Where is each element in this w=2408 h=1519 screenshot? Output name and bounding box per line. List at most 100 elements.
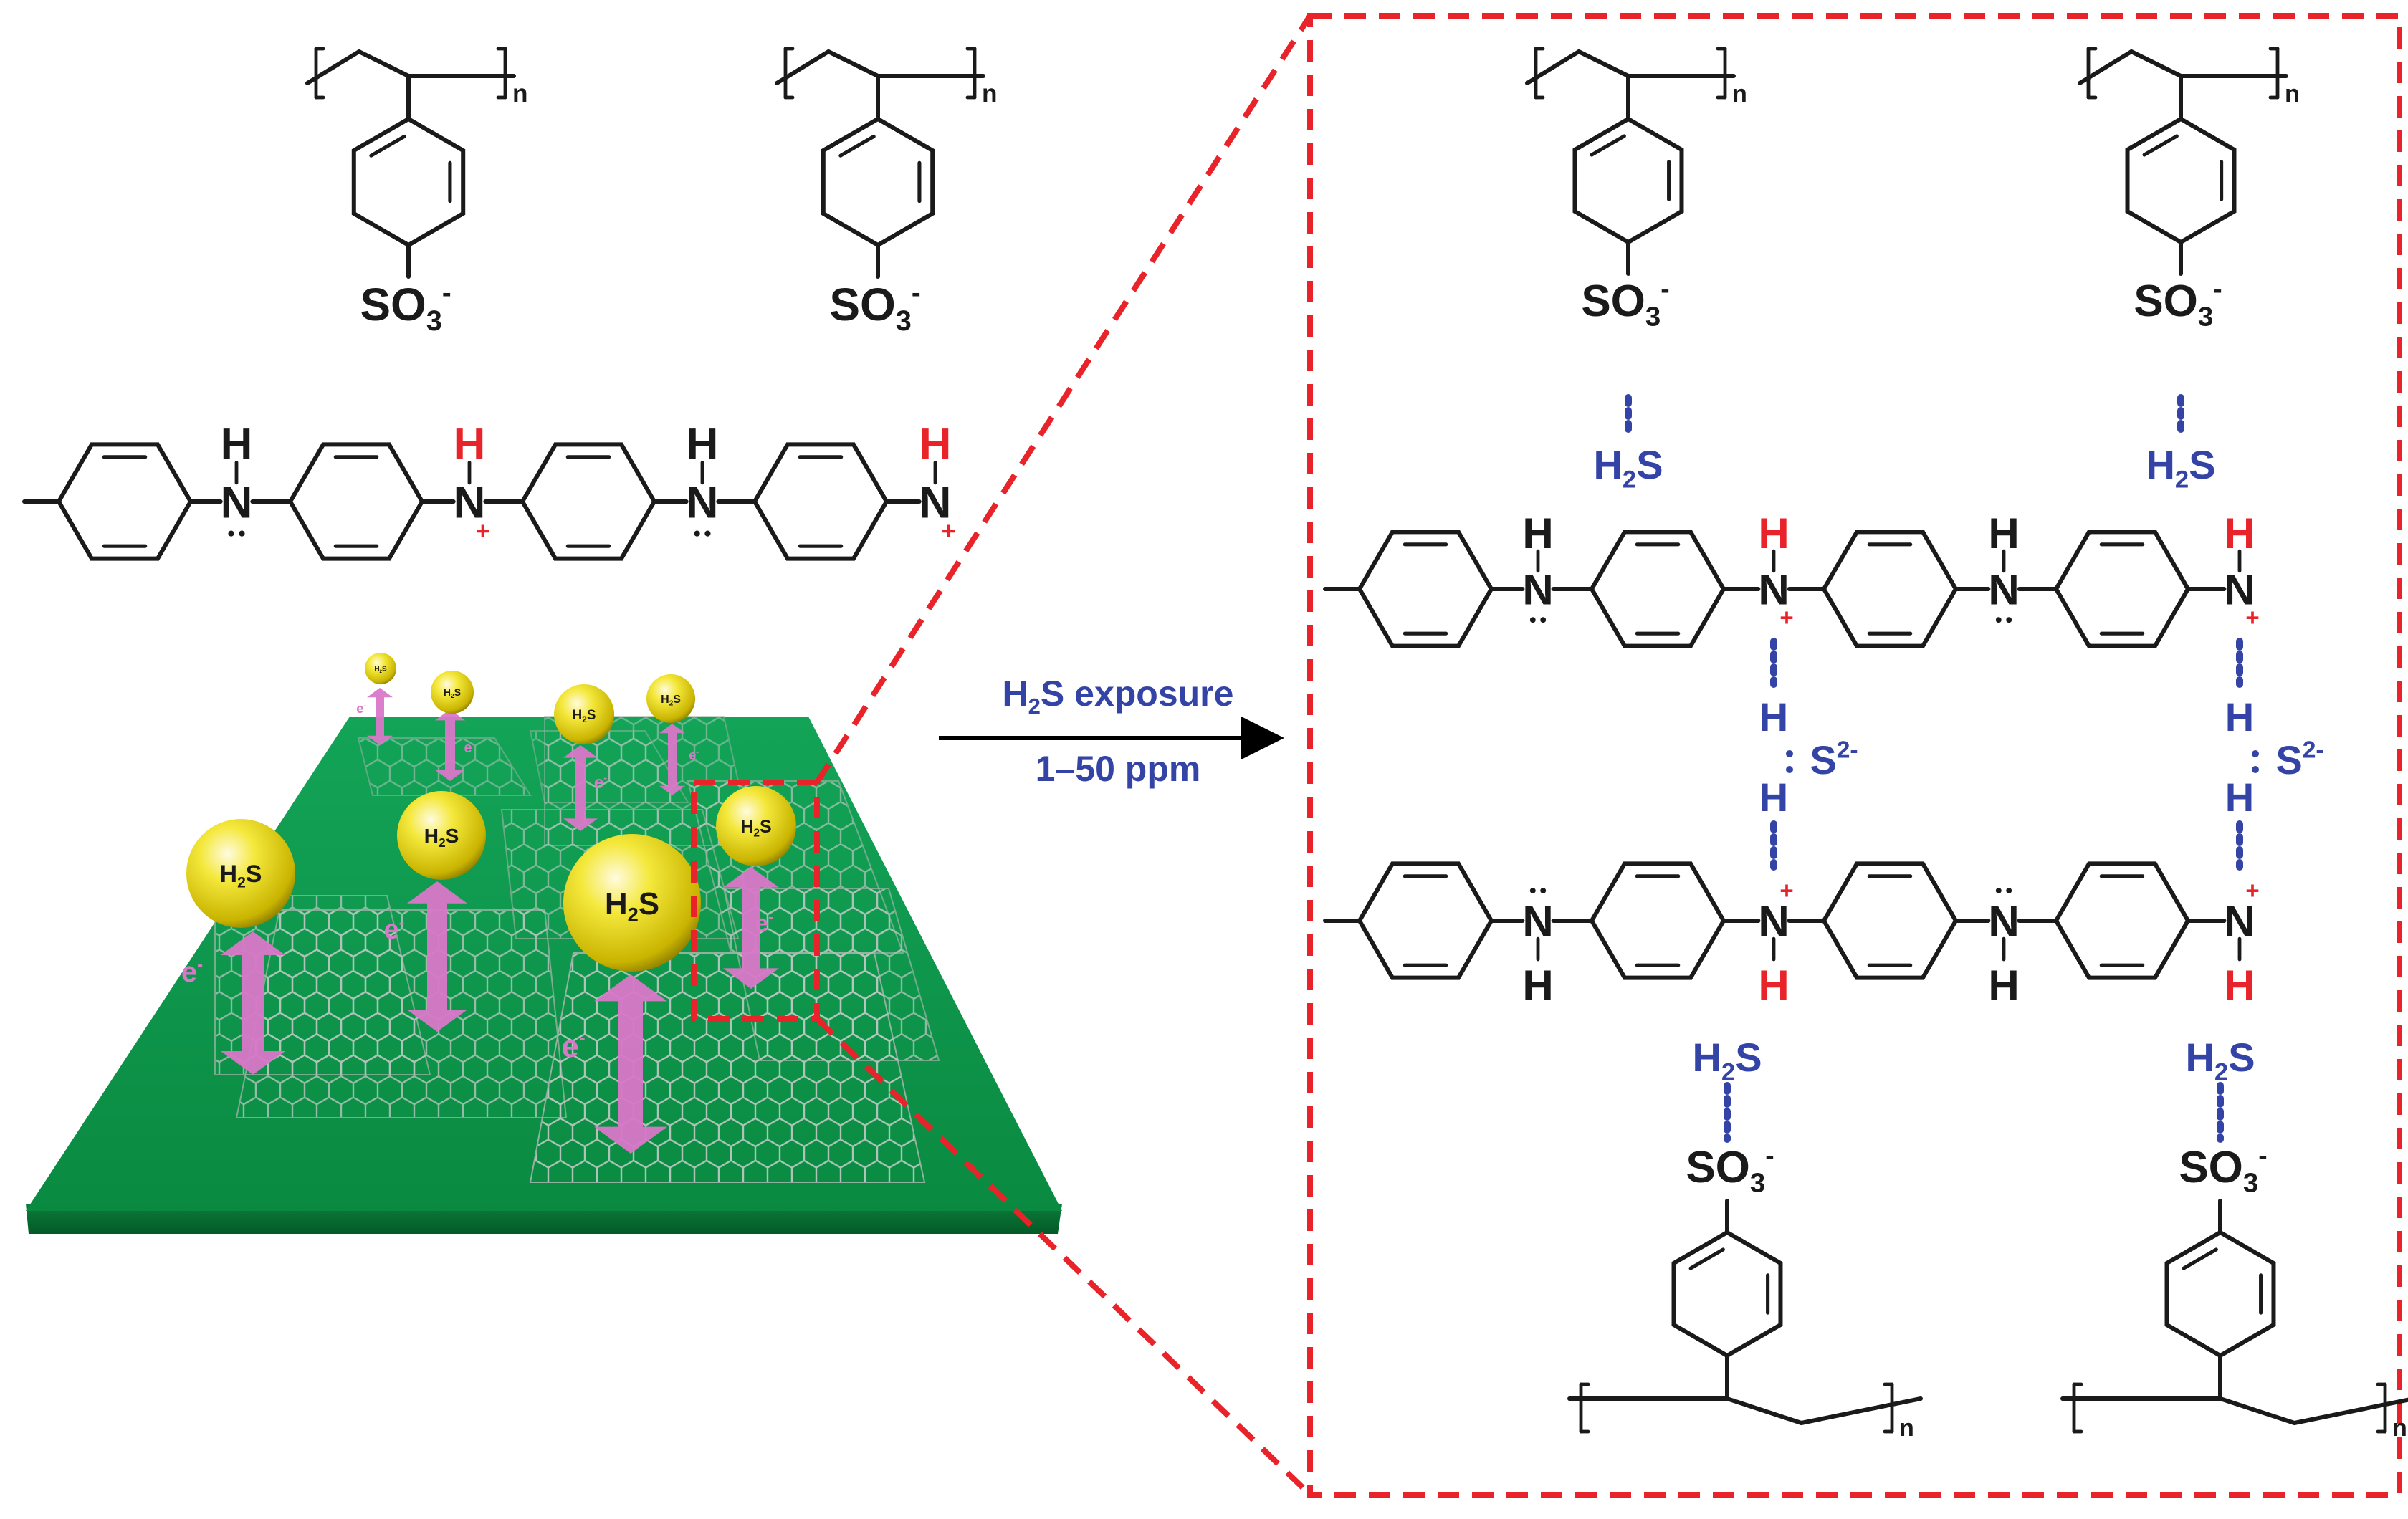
benzene-ring xyxy=(1572,116,1684,245)
h2s-label: H2S xyxy=(1692,1035,1762,1086)
dot xyxy=(2252,766,2259,773)
dot xyxy=(1786,750,1793,757)
double-bond xyxy=(2142,134,2179,157)
electron-label: e- xyxy=(384,913,405,945)
h2s-molecule-sphere: H2S xyxy=(554,684,614,744)
electron-label: e- xyxy=(689,748,699,762)
pss-unit: SO3-n xyxy=(1567,1140,1923,1442)
dot xyxy=(1995,617,2002,623)
positive-charge: + xyxy=(1779,604,1793,631)
electron-label: e- xyxy=(181,955,203,988)
benzene-ring xyxy=(287,442,425,561)
sphere xyxy=(563,834,701,972)
hydrogen-label: H xyxy=(1988,962,2019,1010)
backbone-bond xyxy=(2218,1396,2297,1425)
backbone-bond xyxy=(2292,1397,2408,1425)
nitrogen-label: N xyxy=(2224,566,2255,614)
ring-outline xyxy=(1572,116,1684,245)
electron-transfer-arrow xyxy=(659,724,685,795)
nitrogen-label: N xyxy=(221,478,253,527)
repeat-unit-n: n xyxy=(982,80,998,107)
h2s-molecule-sphere: H2S xyxy=(646,674,695,723)
ring-outline xyxy=(1821,861,1959,980)
ring-outline xyxy=(287,442,425,561)
benzene-ring xyxy=(1821,861,1959,980)
h2s-label: H2S xyxy=(2146,442,2215,493)
electron-label: e- xyxy=(755,909,773,937)
pss-unit: SO3-n xyxy=(2060,1140,2408,1442)
backbone-bond xyxy=(1577,49,1630,78)
electron-transfer-arrow xyxy=(407,881,467,1032)
arrow-shape xyxy=(563,745,598,831)
backbone-bond xyxy=(2129,49,2183,78)
double-bond xyxy=(1590,134,1626,157)
dot xyxy=(1540,888,1547,893)
h2s-molecule-sphere: H2S xyxy=(563,834,701,972)
electron-transfer-arrow xyxy=(723,867,779,989)
h2s-label: H2S xyxy=(605,886,659,926)
h2s-label: H2S xyxy=(220,861,262,891)
backbone-bond xyxy=(357,49,411,78)
repeat-unit-n: n xyxy=(1732,80,1747,107)
sulfide-label: S2- xyxy=(2275,737,2323,782)
dot xyxy=(1995,888,2002,893)
benzene-ring xyxy=(2053,530,2191,648)
ring-outline xyxy=(2164,1230,2276,1359)
h2s-molecule-sphere: H2S xyxy=(716,786,796,866)
positive-charge: + xyxy=(2245,877,2259,904)
benzene-ring xyxy=(520,442,657,561)
sulfonate-label: SO3- xyxy=(829,277,920,337)
ring-outline xyxy=(1589,861,1726,980)
benzene-ring xyxy=(752,442,889,561)
ring-outline xyxy=(2125,116,2237,245)
sphere xyxy=(646,674,695,723)
lone-pair xyxy=(694,530,711,537)
sphere xyxy=(431,671,474,714)
positive-charge: + xyxy=(2245,604,2259,631)
double-bond xyxy=(838,134,876,158)
hydrogen-label: H xyxy=(2224,962,2255,1010)
dot xyxy=(704,530,711,537)
hydrogen-label: H xyxy=(1522,962,1553,1010)
electron-label: e- xyxy=(464,739,474,756)
ring-outline xyxy=(56,442,194,561)
lone-pair xyxy=(228,530,245,537)
ring-outline xyxy=(2053,530,2191,648)
sphere xyxy=(554,684,614,744)
dot xyxy=(1529,888,1536,893)
plate-edge xyxy=(26,1204,1062,1234)
dot xyxy=(1529,617,1536,623)
nitrogen-label: N xyxy=(687,478,719,527)
benzene-ring xyxy=(1671,1230,1783,1359)
h2s-label: H2S xyxy=(2185,1035,2255,1086)
dot xyxy=(694,530,700,537)
electron-transfer-arrow xyxy=(594,974,667,1154)
sulfonate-label: SO3- xyxy=(1686,1140,1774,1198)
arrow-shape xyxy=(435,709,465,781)
h2s-molecule-sphere: H2S xyxy=(365,653,396,684)
lone-pair xyxy=(1529,888,1547,893)
sphere xyxy=(716,786,796,866)
benzene-ring xyxy=(351,116,466,248)
electron-transfer-arrow xyxy=(563,745,598,831)
ring-outline xyxy=(1357,861,1494,980)
hydrogen-label: H xyxy=(2225,694,2254,739)
exposure-label: H2S exposure xyxy=(1003,674,1234,719)
benzene-ring xyxy=(2125,116,2237,245)
sphere xyxy=(365,653,396,684)
sulfonate-label: SO3- xyxy=(2179,1140,2267,1198)
arrow-shape xyxy=(367,688,393,745)
benzene-ring xyxy=(1589,530,1726,648)
h2s-label: H2S xyxy=(661,694,681,708)
backbone-bond xyxy=(1799,1396,1923,1425)
electron-transfer-arrow xyxy=(367,688,393,745)
zoom-connector-top xyxy=(814,14,1313,785)
ring-outline xyxy=(821,116,935,248)
